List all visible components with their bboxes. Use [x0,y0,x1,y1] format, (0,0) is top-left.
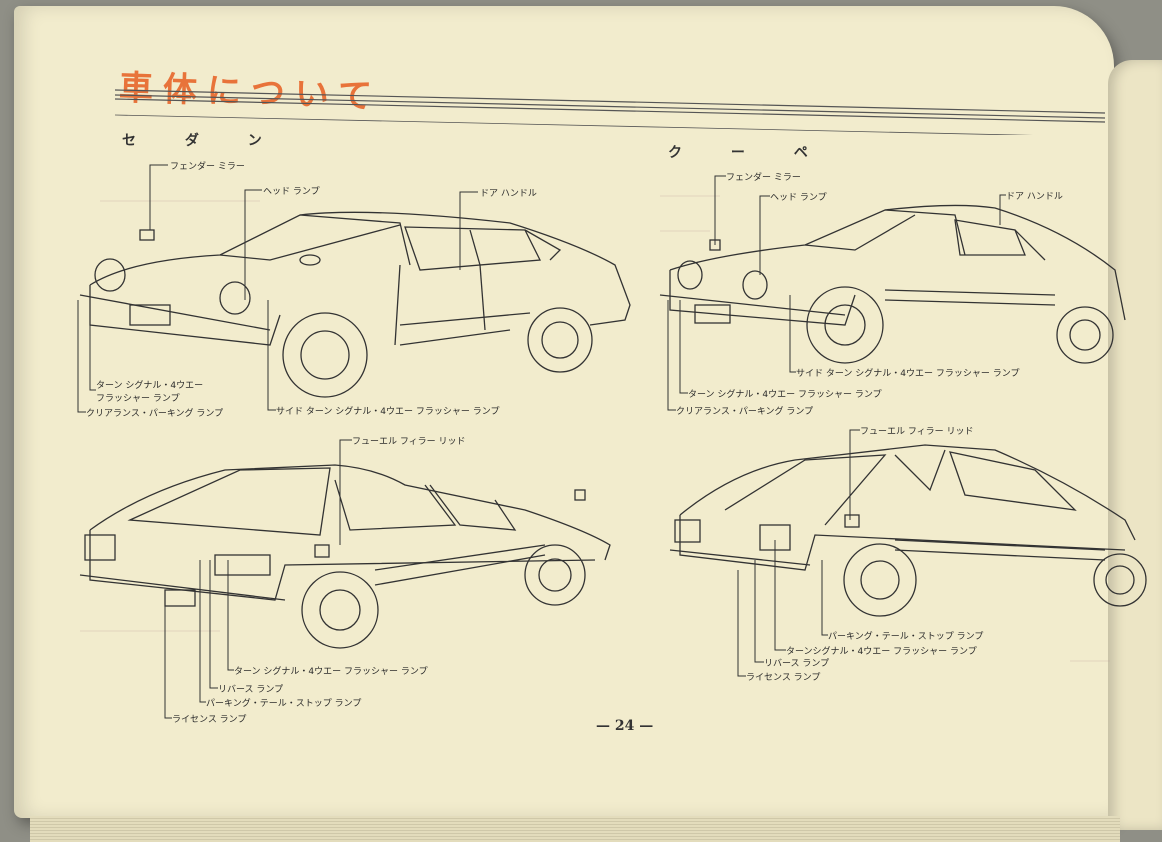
coupe-fuel-filler-lid-callout: フューエル フィラー リッド [860,427,974,437]
coupe-reverse-lamp-callout: リバース ランプ [764,659,830,669]
coupe-rear-illustration [669,444,1147,617]
sedan-rear-illustration [79,464,611,649]
coupe-turn-signal-callout: ターン シグナル・4ウエー フラッシャー ランプ [688,390,882,400]
coupe-fender-mirror-callout: フェンダー ミラー [726,173,801,183]
bleed-through-text [1070,660,1110,662]
page-number: — 24 — [596,718,654,734]
sedan-clearance-parking-callout: クリアランス・パーキング ランプ [86,409,224,419]
page-stack-edge [30,816,1120,842]
sedan-turn-signal-callout-line2: フラッシャー ランプ [96,394,180,404]
coupe-parking-tail-stop-callout: パーキング・テール・ストップ ランプ [828,632,984,642]
facing-page-edge [1108,60,1162,830]
sedan-door-handle-callout: ドア ハンドル [480,189,537,199]
sedan-head-lamp-callout: ヘッド ランプ [263,187,320,197]
title-rule [115,89,1105,135]
coupe-front-illustration [659,204,1126,364]
coupe-side-turn-signal-callout: サイド ターン シグナル・4ウエー フラッシャー ランプ [796,369,1020,379]
sedan-license-lamp-callout: ライセンス ランプ [172,715,247,725]
bleed-through-text [80,630,220,632]
coupe-head-lamp-callout: ヘッド ランプ [770,193,827,203]
bleed-through-text [660,195,720,197]
manual-page [14,6,1114,818]
sedan-front-illustration [79,211,631,398]
sedan-parking-tail-stop-callout: パーキング・テール・ストップ ランプ [206,699,362,709]
sedan-turn-signal-callout-line1: ターン シグナル・4ウエー [96,381,204,391]
coupe-rear-turn-signal-callout: ターンシグナル・4ウエー フラッシャー ランプ [786,647,977,657]
sedan-reverse-lamp-callout: リバース ランプ [218,685,284,695]
bleed-through-text [100,200,260,202]
coupe-clearance-parking-callout: クリアランス・パーキング ランプ [676,407,814,417]
sedan-fuel-filler-lid-callout: フューエル フィラー リッド [352,437,466,447]
coupe-license-lamp-callout: ライセンス ランプ [746,673,821,683]
coupe-door-handle-callout: ドア ハンドル [1006,192,1063,202]
sedan-label: セ ダ ン [122,133,284,149]
sedan-rear-turn-signal-callout: ターン シグナル・4ウエー フラッシャー ランプ [234,667,428,677]
coupe-label: ク ー ペ [668,145,830,161]
sedan-side-turn-signal-callout: サイド ターン シグナル・4ウエー フラッシャー ランプ [276,407,500,417]
sedan-fender-mirror-callout: フェンダー ミラー [170,162,245,172]
bleed-through-text [660,230,710,232]
